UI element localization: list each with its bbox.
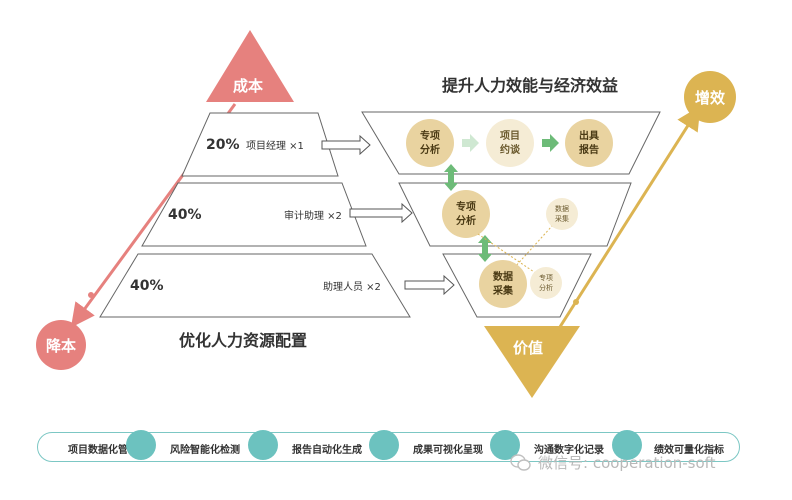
row2-analysis-line2: 分析 bbox=[456, 214, 476, 227]
row1-report-line2: 报告 bbox=[579, 143, 599, 156]
row1-interview-line2: 约谈 bbox=[500, 143, 521, 156]
efficiency-circle bbox=[684, 71, 736, 123]
row1-circle-interview bbox=[486, 119, 534, 167]
row1-circle-analysis bbox=[406, 119, 454, 167]
tier-2-role: 审计助理 ×2 bbox=[284, 209, 342, 222]
cost-arrow-dot bbox=[88, 292, 94, 298]
row1-analysis-line2: 分析 bbox=[420, 143, 440, 156]
dotted-connector-1 bbox=[477, 233, 541, 277]
pyramid-tier-1 bbox=[181, 112, 339, 177]
feature-item-5: 沟通数字化记录 bbox=[534, 435, 604, 461]
row1-analysis-line1: 专项 bbox=[420, 129, 440, 142]
feature-dot bbox=[126, 430, 156, 460]
row1-circle-report bbox=[565, 119, 613, 167]
feature-label: 绩效可量化指标 bbox=[654, 444, 724, 456]
dotted-connector-2 bbox=[513, 225, 553, 269]
green-double-arrow-1 bbox=[444, 164, 458, 191]
row1-report-line1: 出具 bbox=[579, 129, 599, 142]
row3-analysis-line1: 专项 bbox=[539, 273, 553, 282]
feature-dot bbox=[369, 430, 399, 460]
tier-2-arrow bbox=[349, 202, 413, 224]
row2-circle-analysis bbox=[442, 190, 490, 238]
row2-collect-line1: 数据 bbox=[555, 204, 569, 213]
row1-arrow-light bbox=[462, 134, 479, 152]
feature-item-4: 成果可视化呈现 bbox=[413, 435, 483, 461]
funnel-title: 提升人力效能与经济效益 bbox=[442, 76, 618, 95]
green-double-arrow-2 bbox=[478, 235, 492, 262]
efficiency-arrow-dot bbox=[573, 299, 579, 305]
tier-3-arrow bbox=[404, 274, 455, 296]
cost-label: 成本 bbox=[233, 77, 263, 95]
value-label: 价值 bbox=[513, 339, 543, 357]
feature-item-3: 报告自动化生成 bbox=[292, 435, 362, 461]
feature-label: 报告自动化生成 bbox=[292, 444, 362, 456]
feature-label: 成果可视化呈现 bbox=[413, 444, 483, 456]
row3-circle-analysis-small bbox=[530, 267, 562, 299]
row2-analysis-line1: 专项 bbox=[456, 200, 476, 213]
feature-dot bbox=[248, 430, 278, 460]
row3-circle-collect bbox=[479, 260, 527, 308]
feature-label: 项目数据化管理 bbox=[68, 444, 138, 456]
efficiency-up-arrow bbox=[556, 105, 701, 331]
row1-arrow-green bbox=[542, 134, 559, 152]
row3-collect-line1: 数据 bbox=[493, 270, 513, 283]
tier-2-percent: 40% bbox=[168, 207, 202, 223]
row3-analysis-line2: 分析 bbox=[539, 283, 553, 292]
tier-1-percent: 20% bbox=[206, 137, 240, 153]
cost-triangle bbox=[206, 30, 294, 102]
feature-item-1: 项目数据化管理 bbox=[68, 435, 138, 461]
pyramid-tier-2 bbox=[141, 182, 367, 247]
funnel-tier-2 bbox=[398, 182, 632, 247]
feature-item-6: 绩效可量化指标 bbox=[654, 435, 724, 461]
feature-item-2: 风险智能化检测 bbox=[170, 435, 240, 461]
row1-interview-line1: 项目 bbox=[500, 130, 520, 142]
tier-1-arrow bbox=[321, 134, 371, 156]
pyramid-tier-3 bbox=[99, 253, 411, 318]
row3-collect-line2: 采集 bbox=[492, 284, 514, 297]
feature-label: 风险智能化检测 bbox=[170, 444, 240, 456]
tier-3-role: 助理人员 ×2 bbox=[323, 280, 381, 293]
row2-collect-line2: 采集 bbox=[555, 214, 569, 223]
efficiency-label: 增效 bbox=[695, 89, 726, 107]
row2-circle-collect-small bbox=[546, 198, 578, 230]
watermark-text: 微信号: cooperation-soft bbox=[538, 454, 716, 472]
reduce-cost-label: 降本 bbox=[46, 337, 76, 355]
tier-3-percent: 40% bbox=[130, 278, 164, 294]
feature-label: 沟通数字化记录 bbox=[534, 444, 604, 456]
reduce-cost-circle bbox=[36, 320, 86, 370]
optimize-caption: 优化人力资源配置 bbox=[179, 331, 307, 350]
value-triangle bbox=[484, 326, 580, 398]
wechat-icon bbox=[510, 453, 531, 471]
tier-1-role: 项目经理 ×1 bbox=[246, 139, 304, 152]
feature-dot bbox=[612, 430, 642, 460]
feature-bar: 项目数据化管理 风险智能化检测 报告自动化生成 成果可视化呈现 沟通数字化记录 … bbox=[37, 430, 740, 462]
wechat-watermark: 微信号: cooperation-soft bbox=[510, 452, 716, 473]
